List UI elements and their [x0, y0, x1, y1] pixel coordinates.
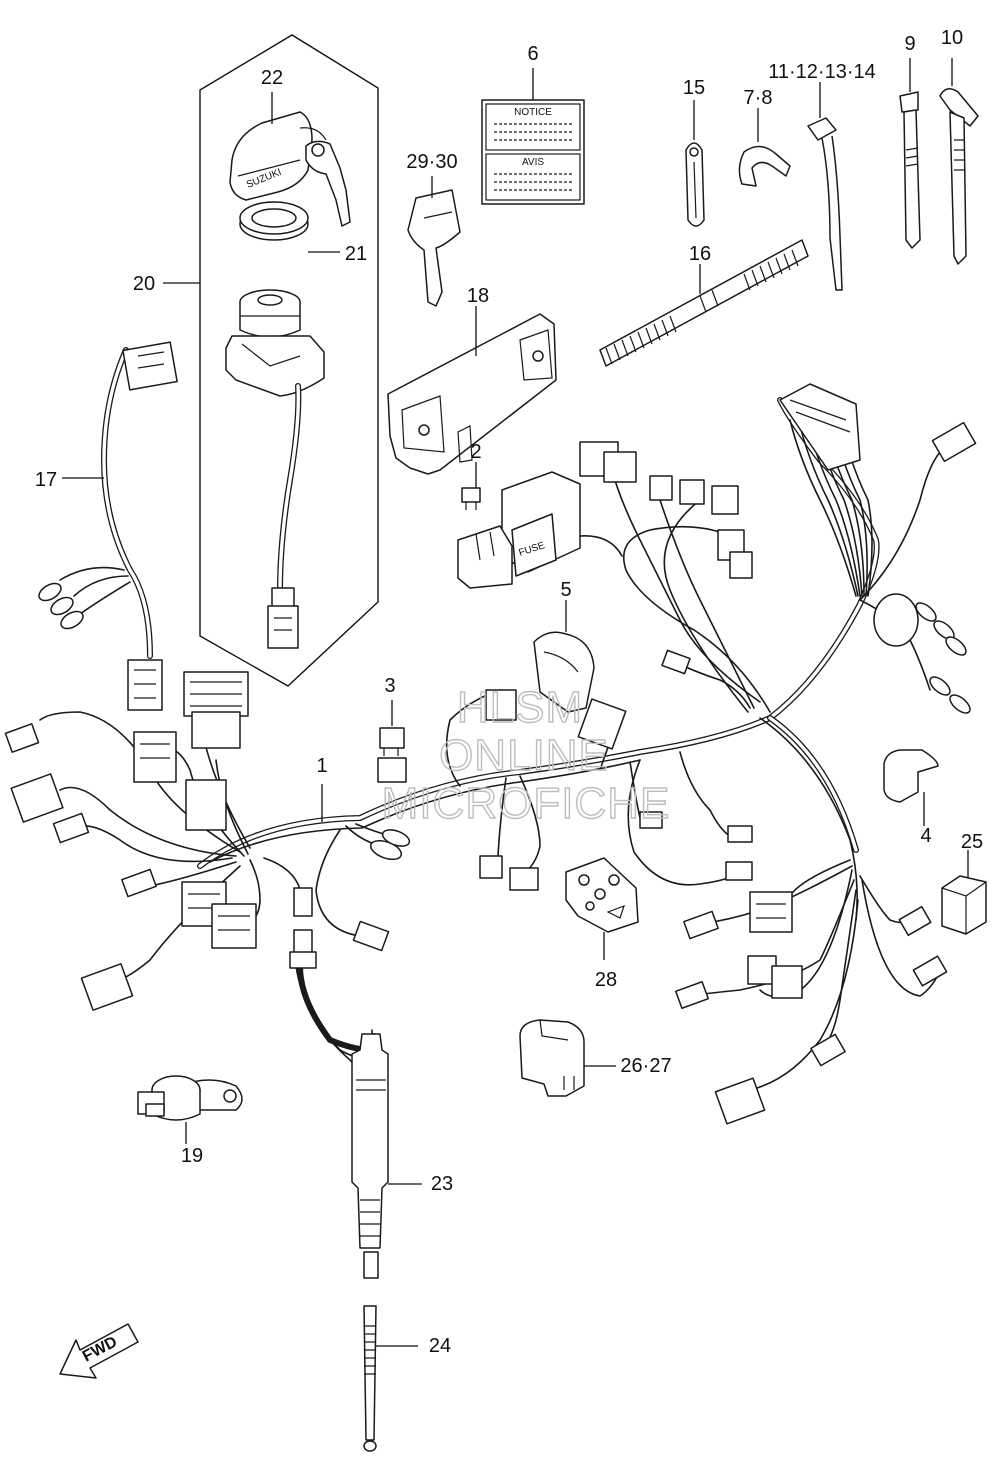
part-16-spiral-sleeve: [599, 239, 809, 367]
part-25-relay: [941, 875, 987, 935]
part-5-boot: [533, 631, 595, 713]
label-25: 25: [961, 831, 983, 853]
part-24-probe: [363, 1305, 377, 1452]
label-5: 5: [560, 579, 571, 601]
label-24: 24: [429, 1335, 451, 1357]
part-3-fuse: [377, 727, 407, 783]
part-6-sticker: NOTICE AVIS: [481, 99, 585, 205]
sticker-notice-text: NOTICE: [514, 107, 552, 118]
ignition-switch-body: [225, 289, 325, 649]
label-19: 19: [181, 1145, 203, 1167]
part-7-8-clamp: [738, 145, 791, 187]
watermark-line-3: MICROFICHE: [382, 779, 671, 828]
label-4: 4: [920, 825, 931, 847]
fuse-holder: FUSE: [457, 471, 623, 589]
part-18-bracket: [387, 313, 557, 475]
label-9: 9: [904, 33, 915, 55]
part-10-strap: [939, 88, 979, 265]
label-28: 28: [595, 969, 617, 991]
part-2-fuse: [461, 487, 481, 510]
part-17-sub-harness: [38, 341, 178, 711]
label-17: 17: [35, 469, 57, 491]
watermark-line-2: ONLINE: [439, 731, 609, 780]
label-1: 1: [316, 755, 327, 777]
part-21-nut: [239, 201, 309, 241]
part-labels: 22 6 29·30 15 7·8 11·12·13·14 9 10 21 20…: [35, 27, 983, 1357]
label-11-14: 11·12·13·14: [768, 61, 875, 83]
label-23: 23: [431, 1173, 453, 1195]
label-6: 6: [527, 43, 538, 65]
sticker-avis-text: AVIS: [522, 157, 544, 168]
label-21: 21: [345, 243, 367, 265]
part-22-key-cap: SUZUKI: [229, 111, 351, 227]
label-15: 15: [683, 77, 705, 99]
part-9-strap: [899, 91, 921, 249]
part-4-cover: [883, 749, 939, 803]
fwd-arrow-icon: FWD: [59, 1323, 139, 1379]
part-29-30-spare-key: [407, 189, 461, 307]
harness-connectors-left: [4, 671, 411, 1011]
part-15-clip: [685, 142, 705, 227]
part-11-14-cable-tie: [807, 117, 843, 291]
part-19-sensor: [137, 1075, 243, 1121]
label-2: 2: [470, 441, 481, 463]
label-3: 3: [384, 675, 395, 697]
label-7-8: 7·8: [744, 87, 773, 109]
label-22: 22: [261, 67, 283, 89]
harness-connectors-middle: [479, 441, 753, 891]
watermark: HLSM ONLINE MICROFICHE: [381, 682, 671, 828]
ignition-kit-frame: [199, 34, 379, 687]
label-18: 18: [467, 285, 489, 307]
part-28-plate: [565, 857, 639, 933]
watermark-line-1: HLSM: [457, 683, 583, 732]
part-26-27-socket: [519, 1019, 585, 1097]
label-10: 10: [941, 27, 963, 49]
label-20: 20: [133, 273, 155, 295]
label-26-27: 26·27: [620, 1055, 671, 1077]
label-29-30: 29·30: [406, 151, 457, 173]
harness-connectors-right: [675, 383, 977, 1125]
label-16: 16: [689, 243, 711, 265]
part-23-sensor: [289, 929, 389, 1279]
